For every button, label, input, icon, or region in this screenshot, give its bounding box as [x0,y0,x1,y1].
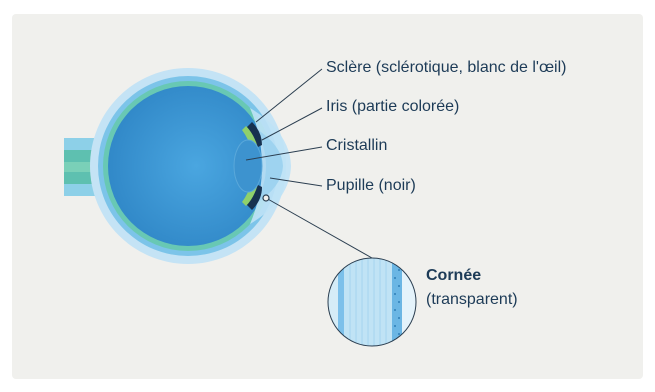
cornea-zoom [328,258,416,346]
label-pupil: Pupille (noir) [326,176,416,196]
label-cornea-title: Cornée [426,266,481,286]
label-lens: Cristallin [326,136,387,156]
cornea-marker [263,195,269,201]
label-iris: Iris (partie colorée) [326,97,459,117]
label-sclera: Sclère (sclérotique, blanc de l'œil) [326,58,566,78]
lens [234,140,262,192]
label-cornea-sub: (transparent) [426,290,518,310]
